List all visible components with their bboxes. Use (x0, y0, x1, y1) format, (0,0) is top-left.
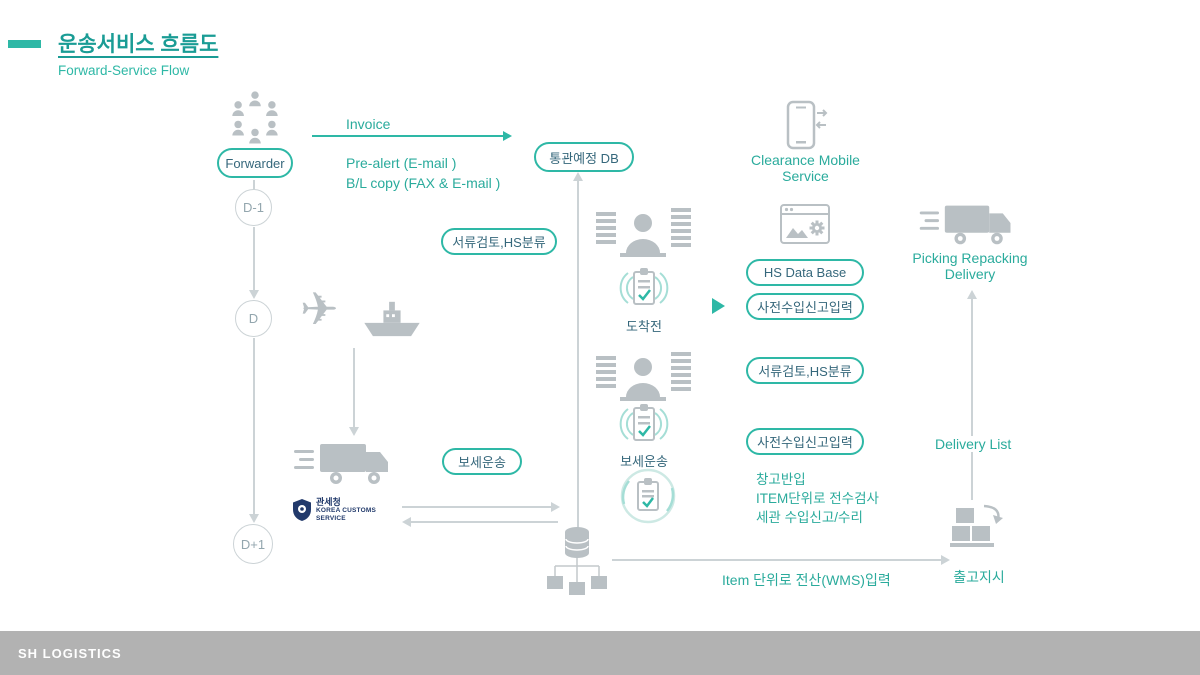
browser-gear-icon (780, 204, 830, 248)
timeline-day-d-plus-1: D+1 (233, 524, 273, 564)
invoice-arrowhead (503, 131, 512, 141)
mode-to-truck-line (353, 348, 355, 428)
customs-db-badge: 통관예정 DB (534, 142, 634, 172)
timeline-day-d: D (235, 300, 272, 337)
warehouse-process-text: 창고반입 ITEM단위로 전수검사 세관 수입신고/수리 (756, 470, 879, 527)
before-arrival-label: 도착전 (626, 319, 662, 334)
bonded-exchange-arrowhead-right (551, 502, 560, 512)
bonded-transport-badge: 보세운송 (442, 448, 522, 475)
timeline-arrowhead (249, 514, 259, 523)
mode-to-truck-arrowhead (349, 427, 359, 436)
central-backbone-line (577, 178, 579, 530)
brand-logo: SH LOGISTICS (18, 645, 122, 661)
pre-alert-label: Pre-alert (E-mail ) (346, 155, 457, 171)
timeline-arrowhead (249, 290, 259, 299)
doc-review-badge-2: 서류검토,HS분류 (746, 357, 864, 384)
page-subtitle: Forward-Service Flow (58, 63, 190, 78)
warehouse-line2: ITEM단위로 전수검사 (756, 491, 879, 506)
hs-database-badge: HS Data Base (746, 259, 864, 286)
warehouse-line1: 창고반입 (756, 472, 806, 487)
wms-arrowhead (941, 555, 950, 565)
page-title: 운송서비스 흐름도 (58, 33, 219, 56)
clearance-mobile-line2: Service (782, 168, 829, 184)
pallet-boxes-icon (948, 502, 1008, 556)
forwarder-network-icon (227, 88, 283, 144)
pre-import-entry-badge-2: 사전수입신고입력 (746, 428, 864, 455)
customs-name-en2: SERVICE (316, 514, 346, 522)
bonded-exchange-arrowhead-left (402, 517, 411, 527)
clearance-mobile-line1: Clearance Mobile (751, 152, 860, 168)
timeline-connector (253, 180, 255, 189)
timeline-connector (253, 227, 255, 290)
central-backbone-arrowhead-up (573, 172, 583, 181)
customs-officer-icon-2 (596, 350, 691, 404)
invoice-arrow-line (312, 135, 504, 137)
warehouse-line3: 세관 수입신고/수리 (756, 510, 863, 525)
picking-repacking-label: Picking Repacking Delivery (906, 250, 1034, 282)
picking-line1: Picking Repacking (912, 250, 1028, 266)
delivery-line (971, 296, 973, 500)
wms-entry-label: Item 단위로 전산(WMS)입력 (722, 572, 891, 588)
delivery-arrowhead-up (967, 290, 977, 299)
database-icon (564, 526, 590, 560)
customs-name-kr: 관세청 (316, 497, 341, 507)
customs-officer-icon-1 (596, 206, 691, 260)
ship-icon (362, 298, 422, 340)
bl-copy-label: B/L copy (FAX & E-mail ) (346, 175, 501, 191)
clipboard-signal-icon-1 (618, 264, 670, 314)
distribution-nodes-icon (545, 558, 609, 602)
accent-bar (8, 40, 41, 48)
timeline-day-d-minus-1: D-1 (235, 189, 272, 226)
airplane-icon: ✈ (300, 283, 339, 335)
pre-import-entry-badge-1: 사전수입신고입력 (746, 293, 864, 320)
clearance-mobile-label: Clearance Mobile Service (733, 152, 878, 184)
doc-review-badge-1: 서류검토,HS분류 (441, 228, 557, 255)
mobile-sync-icon (786, 100, 830, 150)
timeline-connector (253, 338, 255, 514)
picking-line2: Delivery (944, 266, 996, 282)
bonded-truck-icon (294, 434, 394, 492)
clipboard-circle-icon (620, 468, 676, 524)
customs-name-en1: KOREA CUSTOMS (316, 507, 377, 515)
play-arrow-icon (712, 298, 725, 314)
clipboard-signal-icon-2 (618, 400, 670, 450)
shipping-order-label: 출고지시 (953, 569, 1005, 585)
korea-customs-logo: 관세청 KOREA CUSTOMS SERVICE (292, 497, 376, 522)
customs-shield-icon (293, 498, 311, 521)
bonded-exchange-line-1 (402, 506, 554, 508)
invoice-label: Invoice (346, 116, 391, 132)
bonded-exchange-line-2 (410, 521, 558, 523)
footer-bar: SH LOGISTICS (0, 631, 1200, 675)
wms-arrow-line (612, 559, 944, 561)
delivery-list-label: Delivery List (930, 436, 1017, 452)
bonded-transport-label: 보세운송 (620, 454, 668, 469)
timeline-forwarder-badge: Forwarder (217, 148, 293, 178)
delivery-truck-icon (918, 196, 1018, 252)
